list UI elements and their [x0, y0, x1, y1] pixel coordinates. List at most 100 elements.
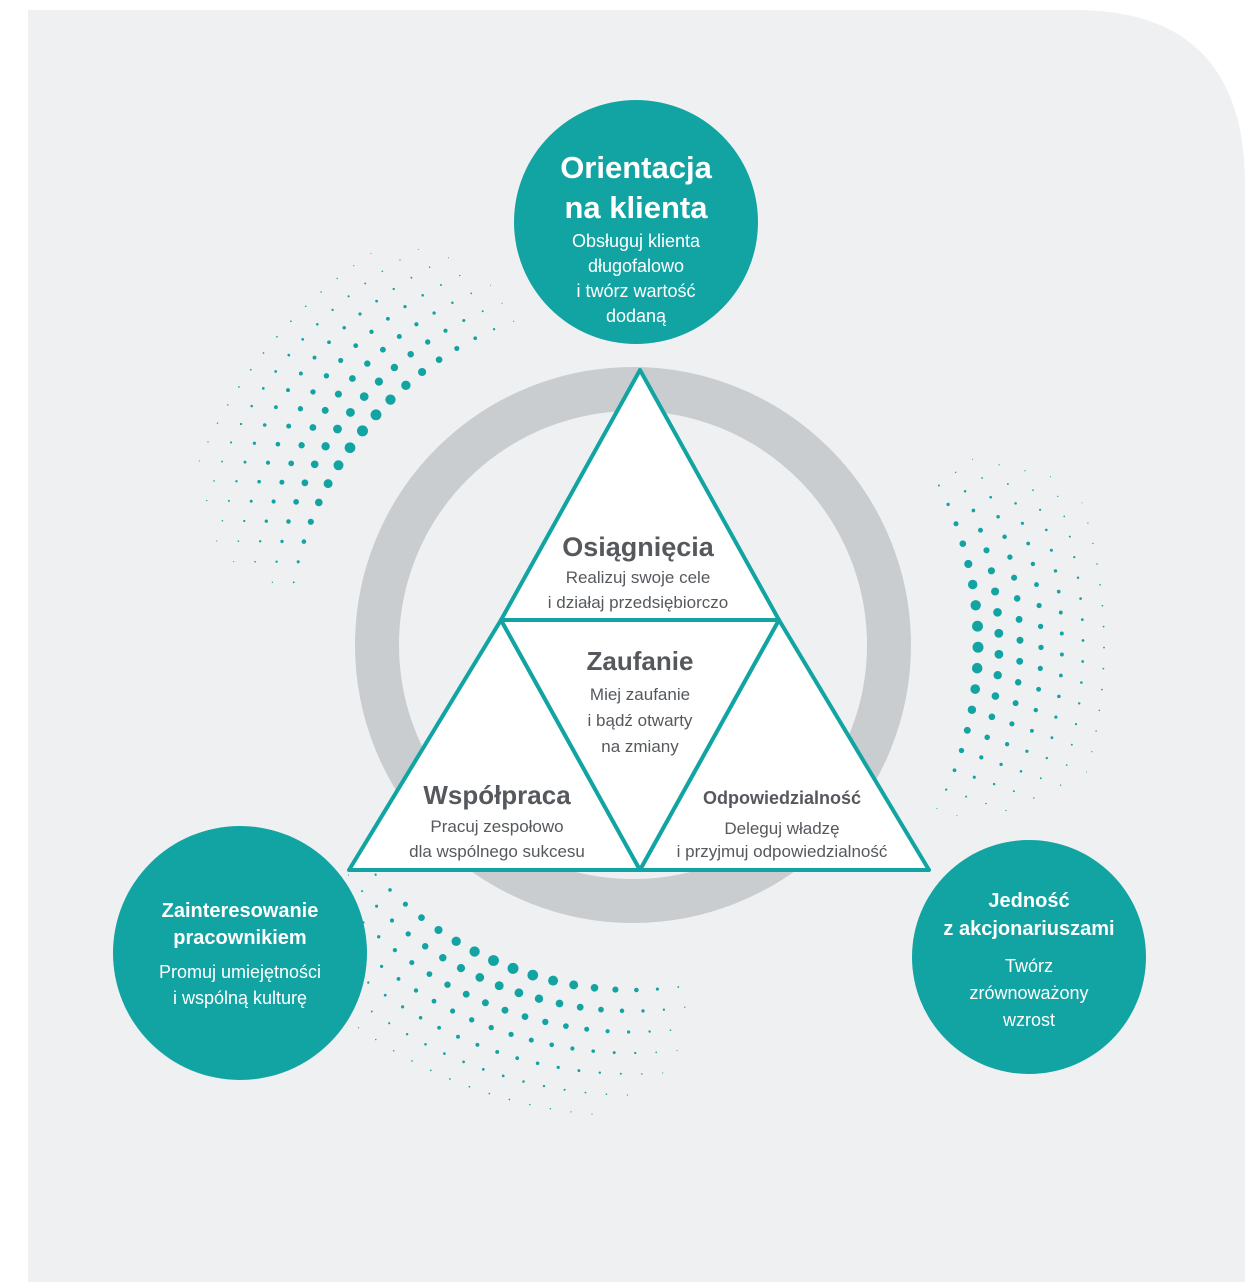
- swirl-dot: [542, 1018, 549, 1026]
- swirl-dot: [444, 981, 451, 988]
- swirl-dot: [959, 540, 967, 548]
- swirl-dot: [421, 943, 429, 950]
- swirl-dot: [421, 294, 425, 297]
- swirl-dot: [321, 406, 329, 414]
- swirl-dot: [396, 333, 402, 340]
- swirl-dot: [981, 477, 983, 479]
- swirl-dot: [501, 1006, 509, 1014]
- swirl-dot: [221, 520, 224, 522]
- swirl-dot: [515, 1056, 520, 1060]
- circle-title: na klienta: [565, 190, 709, 225]
- swirl-dot: [542, 1084, 546, 1088]
- swirl-dot: [1065, 764, 1068, 766]
- value-wspolpraca: Współpraca Pracuj zespołowo dla wspólneg…: [409, 780, 585, 861]
- swirl-dot: [1032, 489, 1034, 491]
- swirl-dot: [1039, 508, 1042, 511]
- swirl-dot: [227, 404, 229, 406]
- circle-title: Jedność: [988, 890, 1069, 912]
- swirl-dot: [626, 1094, 629, 1096]
- swirl-dot: [598, 1071, 602, 1074]
- swirl-dot: [243, 519, 246, 523]
- swirl-dot: [468, 1085, 471, 1088]
- value-line: Miej zaufanie: [590, 685, 690, 704]
- swirl-dot: [1103, 646, 1105, 649]
- circle-shape: [514, 100, 758, 344]
- swirl-dot: [418, 367, 427, 377]
- swirl-dot: [1056, 589, 1061, 594]
- swirl-dot: [1033, 707, 1039, 713]
- swirl-dot: [470, 292, 473, 295]
- swirl-dot: [381, 270, 384, 273]
- swirl-dot: [310, 389, 316, 395]
- circle-line: wzrost: [1002, 1010, 1055, 1030]
- swirl-dot: [514, 988, 524, 998]
- swirl-dot: [1020, 521, 1024, 525]
- circle-shareholder-unity: Jedność z akcjonariuszami Twórz zrównowa…: [912, 840, 1146, 1074]
- value-title: Osiągnięcia: [562, 532, 715, 562]
- swirl-dot: [1011, 574, 1018, 581]
- swirl-dot: [590, 983, 599, 992]
- swirl-dot: [403, 304, 407, 309]
- swirl-dot: [963, 489, 967, 493]
- swirl-dot: [481, 310, 484, 313]
- swirl-dot: [469, 1017, 475, 1023]
- swirl-dot: [996, 515, 1000, 519]
- swirl-dot: [971, 662, 983, 674]
- swirl-dot: [619, 1008, 625, 1014]
- swirl-dot: [662, 1072, 664, 1074]
- swirl-dot: [1101, 688, 1103, 691]
- swirl-dot: [238, 386, 240, 388]
- swirl-dot: [1036, 602, 1042, 609]
- swirl-dot: [293, 499, 299, 505]
- swirl-dot: [286, 388, 290, 393]
- swirl-dot: [375, 1038, 377, 1041]
- swirl-dot: [1025, 749, 1029, 753]
- swirl-dot: [1007, 554, 1013, 560]
- swirl-dot: [314, 498, 323, 507]
- swirl-dot: [414, 322, 419, 327]
- swirl-dot: [954, 471, 957, 474]
- swirl-dot: [418, 914, 425, 921]
- swirl-dot: [964, 559, 973, 569]
- swirl-dot: [361, 890, 364, 893]
- swirl-dot: [1058, 610, 1063, 615]
- swirl-dot: [945, 788, 948, 791]
- swirl-dot: [1059, 673, 1063, 678]
- swirl-dot: [1102, 667, 1105, 670]
- swirl-dot: [1012, 790, 1015, 793]
- swirl-dot: [323, 479, 333, 489]
- swirl-dot: [359, 392, 369, 401]
- swirl-dot: [1070, 743, 1073, 746]
- swirl-dot: [292, 581, 295, 584]
- swirl-dot: [494, 981, 504, 991]
- swirl-dot: [227, 499, 230, 502]
- swirl-dot: [1006, 482, 1009, 485]
- swirl-dot: [619, 1072, 622, 1075]
- swirl-dot: [953, 521, 959, 527]
- value-odpowiedzialnosc: Odpowiedzialność Deleguj władzę i przyjm…: [677, 788, 888, 861]
- circle-line: i wspólną kulturę: [173, 988, 307, 1008]
- swirl-dot: [1098, 709, 1101, 712]
- swirl-dot: [970, 684, 981, 694]
- swirl-dot: [549, 1042, 555, 1048]
- swirl-dot: [301, 479, 309, 487]
- swirl-dot: [684, 1006, 686, 1008]
- swirl-dot: [1004, 742, 1010, 747]
- swirl-dot: [475, 1042, 480, 1047]
- swirl-dot: [396, 976, 401, 981]
- swirl-dot: [198, 460, 200, 462]
- swirl-dot: [334, 390, 342, 398]
- swirl-dot: [1076, 576, 1080, 580]
- swirl-dot: [1002, 534, 1007, 540]
- circle-line: zrównoważony: [969, 983, 1088, 1003]
- swirl-dot: [336, 277, 338, 280]
- swirl-dot: [405, 931, 411, 937]
- swirl-dot: [275, 560, 278, 563]
- swirl-dot: [1059, 784, 1062, 786]
- swirl-dot: [370, 1010, 373, 1013]
- swirl-dot: [399, 259, 401, 261]
- swirl-dot: [1050, 736, 1054, 740]
- swirl-dot: [605, 1029, 610, 1034]
- swirl-dot: [375, 299, 378, 303]
